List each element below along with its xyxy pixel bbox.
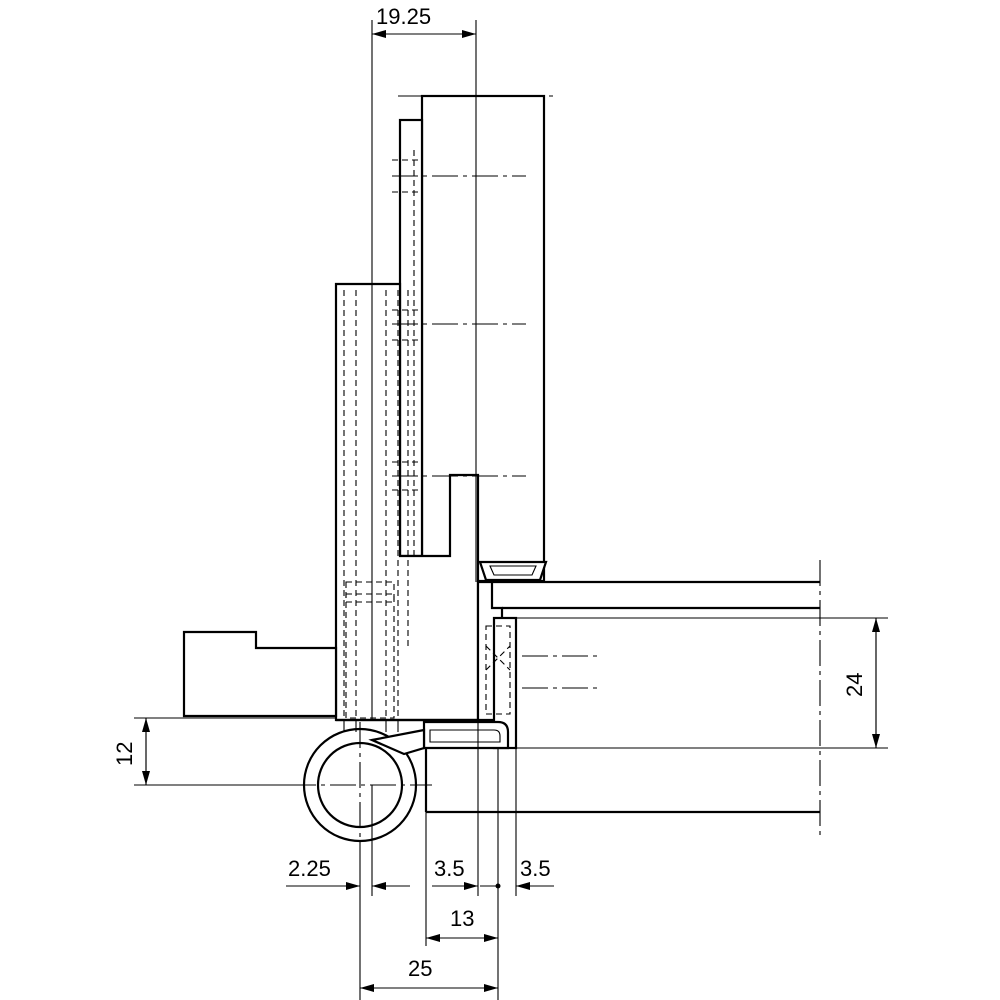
dim-gap-right: 3.5 — [516, 856, 554, 890]
fitting-plate — [398, 118, 424, 558]
dim-pin-clearance-label: 2.25 — [288, 856, 331, 881]
dim-top-width: 19.25 — [371, 4, 477, 720]
seal-profile-inner — [489, 565, 537, 576]
dim-gap-left: 3.5 — [432, 856, 501, 890]
dim-pin-offset: 12 — [112, 717, 336, 786]
dim-total-width-label: 25 — [408, 956, 432, 981]
dim-frame-offset-label: 13 — [450, 906, 474, 931]
dim-leaf-thickness-label: 24 — [842, 673, 867, 697]
mounting-block — [182, 630, 338, 718]
dim-pin-clearance: 2.25 — [286, 856, 410, 890]
seal-profile — [478, 560, 548, 582]
lower-leaf-bracket — [422, 720, 510, 750]
upper-leaf — [334, 94, 556, 722]
dim-frame-offset: 13 — [426, 906, 498, 942]
dim-top-width-label: 19.25 — [376, 4, 431, 29]
dim-gap-left-label: 3.5 — [434, 856, 465, 881]
upper-panel — [420, 94, 546, 583]
dim-total-width: 25 — [360, 956, 498, 992]
knuckle-tongue — [368, 728, 426, 756]
bottom-extension-lines — [359, 720, 517, 1000]
dim-leaf-thickness: 24 — [516, 617, 888, 749]
upper-hidden-lines — [343, 150, 420, 720]
lower-leaf-bracket-inner — [429, 729, 501, 743]
dim-pin-offset-label: 12 — [112, 742, 137, 766]
frame-profile — [422, 560, 821, 836]
dim-gap-right-label: 3.5 — [520, 856, 551, 881]
